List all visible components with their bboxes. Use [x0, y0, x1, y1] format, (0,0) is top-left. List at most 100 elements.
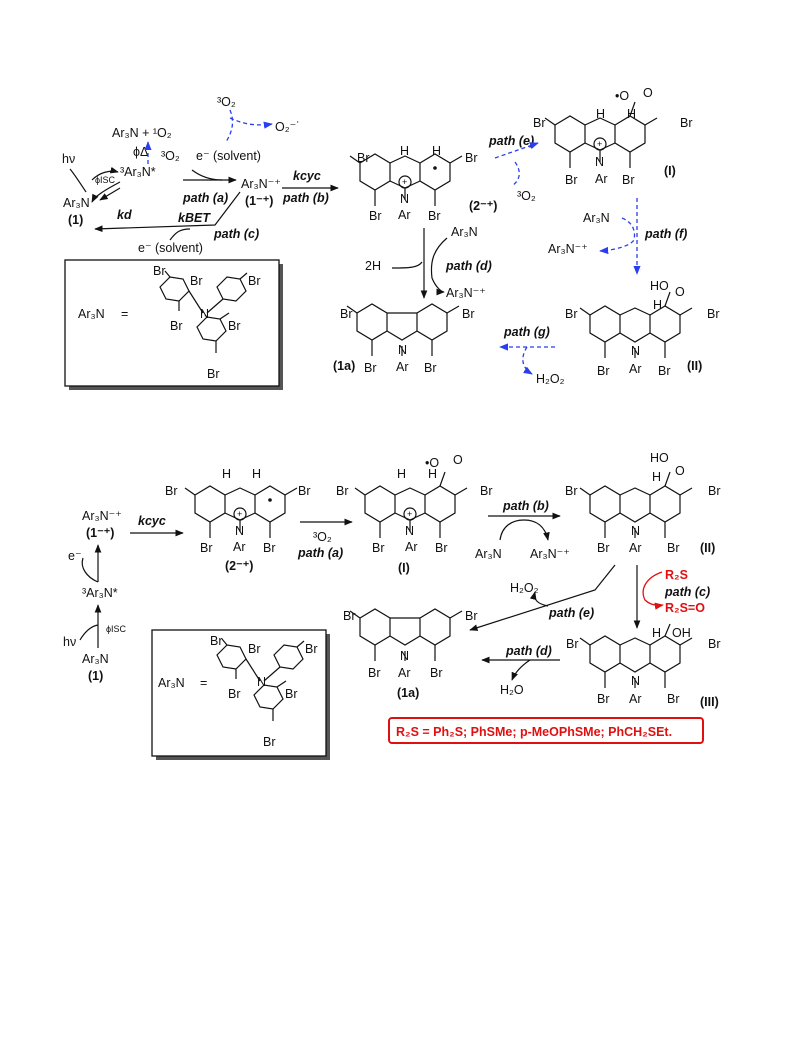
- ar-s2-3: Ar: [629, 541, 642, 555]
- r2so-label: R₂S=O: [665, 601, 705, 615]
- triplet-ar3n-label-s2: ³Ar₃N*: [82, 586, 118, 600]
- path-a-label-1: path (a): [182, 191, 228, 205]
- superoxide-label: O₂⁻˙: [275, 120, 300, 134]
- box-br-2-s2: Br: [248, 642, 261, 656]
- scheme-1: Ar₃N + ¹O₂ ³O₂ O₂⁻˙ ϕΔ ³O₂ e⁻ (solvent) …: [62, 86, 720, 390]
- ar3n-radical-cation-number: (1⁻⁺): [245, 194, 273, 208]
- br-s2-4: Br: [263, 541, 276, 555]
- n-s2-5: N: [631, 674, 640, 688]
- kbet-label: kBET: [178, 211, 211, 225]
- box-br-5-s1: Br: [228, 319, 241, 333]
- br-13: Br: [565, 307, 578, 321]
- n-s2-3: N: [631, 524, 640, 538]
- ar3n-ground-number: (1): [68, 213, 83, 227]
- ar-s2-1: Ar: [233, 540, 246, 554]
- electron-label-s2: e⁻: [68, 549, 82, 563]
- br-s2-3: Br: [200, 541, 213, 555]
- br-s2-6: Br: [480, 484, 493, 498]
- molecule-2-radical-cation-s1: +: [349, 153, 463, 206]
- cmp-2-label-s1: (2⁻⁺): [469, 199, 497, 213]
- ar-s2-2: Ar: [405, 540, 418, 554]
- h-s2-6: H: [652, 626, 661, 640]
- h-4: H: [627, 107, 636, 121]
- triplet-oxygen-top-label: ³O₂: [217, 95, 236, 109]
- molecule-II-s2: [579, 471, 693, 538]
- ar3n-radical-cation-label: Ar₃N⁻⁺: [241, 177, 281, 191]
- br-s2-2: Br: [298, 484, 311, 498]
- molecule-III-s2: [579, 623, 693, 688]
- molecule-1a-s2: [349, 608, 463, 661]
- n-1: N: [400, 192, 409, 206]
- br-s2-15: Br: [368, 666, 381, 680]
- peroxyl-label-s2: •O: [425, 456, 439, 470]
- box-n-s1: N: [200, 307, 209, 321]
- br-s2-18: Br: [708, 637, 721, 651]
- box-br-6-s1: Br: [207, 367, 220, 381]
- h-5: H: [653, 298, 662, 312]
- plus-sign-s1-2: +: [402, 177, 407, 187]
- electron-solvent-top-label: e⁻ (solvent): [196, 149, 261, 163]
- ar3n-radical-cation-number-s2: (1⁻⁺): [86, 526, 114, 540]
- br-7: Br: [565, 173, 578, 187]
- h-s2-5: H: [652, 470, 661, 484]
- sulfide-list-box: [388, 717, 704, 744]
- triplet-oxygen-s2: ³O₂: [313, 530, 332, 544]
- ar3n-ground-number-s2: (1): [88, 669, 103, 683]
- ar3n-radical-cation-label-s2: Ar₃N⁻⁺: [82, 509, 122, 523]
- ar-4: Ar: [629, 362, 642, 376]
- br-16: Br: [658, 364, 671, 378]
- triarylamine-structure-s1: [159, 270, 248, 353]
- ar3n-d-label: Ar₃N: [451, 225, 478, 239]
- ar3n-b-label-s2: Ar₃N: [475, 547, 502, 561]
- box-br-6-s2: Br: [263, 735, 276, 749]
- hv-label: hν: [62, 152, 75, 166]
- n-4: N: [631, 344, 640, 358]
- box-equals-s1: =: [121, 307, 128, 321]
- path-b-label-2: path (b): [502, 499, 549, 513]
- ar3n-radical-b-label-s2: Ar₃N⁻⁺: [530, 547, 570, 561]
- br-10: Br: [462, 307, 475, 321]
- ar-s2-4: Ar: [398, 666, 411, 680]
- definition-box-s1: [64, 259, 280, 387]
- triplet-oxygen-right-label: ³O₂: [517, 189, 536, 203]
- ar3n-f-label: Ar₃N: [583, 211, 610, 225]
- br-s2-16: Br: [430, 666, 443, 680]
- molecule-1a-s1: [346, 303, 460, 356]
- triarylamine-structure-s2: [216, 638, 305, 721]
- ar3n-ground-label-s2: Ar₃N: [82, 652, 109, 666]
- br-s2-11: Br: [597, 541, 610, 555]
- box-n-s2: N: [257, 675, 266, 689]
- phi-delta-label: ϕΔ: [133, 145, 148, 159]
- br-9: Br: [340, 307, 353, 321]
- cmp-1a-label-s2: (1a): [397, 686, 419, 700]
- r2s-label: R₂S: [665, 568, 688, 582]
- h-3: H: [596, 107, 605, 121]
- path-f-label-1: path (f): [644, 227, 687, 241]
- h-s2-2: H: [252, 467, 261, 481]
- br-s2-17: Br: [566, 637, 579, 651]
- hydroperoxy-label-s2: HO: [650, 451, 669, 465]
- box-br-5-s2: Br: [285, 687, 298, 701]
- n-3: N: [398, 343, 407, 357]
- ar3n-radical-d-label: Ar₃N⁻⁺: [446, 286, 486, 300]
- ar3n-singlet-oxygen-label: Ar₃N + ¹O₂: [112, 126, 172, 140]
- h-s2-3: H: [397, 467, 406, 481]
- br-14: Br: [707, 307, 720, 321]
- box-br-4-s1: Br: [170, 319, 183, 333]
- o-atom-s1-I: O: [643, 86, 653, 100]
- br-5: Br: [533, 116, 546, 130]
- ar-3: Ar: [396, 360, 409, 374]
- br-s2-7: Br: [372, 541, 385, 555]
- br-s2-1: Br: [165, 484, 178, 498]
- molecule-I-s2: +: [354, 471, 468, 538]
- box-br-4-s2: Br: [228, 687, 241, 701]
- ar3n-radical-f-label: Ar₃N⁻⁺: [548, 242, 588, 256]
- sulfide-list-text: R₂S = Ph₂S; PhSMe; p-MeOPhSMe; PhCH₂SEt.: [396, 725, 672, 739]
- cmp-II-label-s2: (II): [700, 541, 715, 555]
- path-a-label-2: path (a): [297, 546, 343, 560]
- plus-sign-s2-I: +: [407, 509, 412, 519]
- n-s2-4: N: [400, 649, 409, 663]
- path-b-label-1: path (b): [282, 191, 329, 205]
- hydroxy-label: OH: [672, 626, 691, 640]
- h-1: H: [400, 144, 409, 158]
